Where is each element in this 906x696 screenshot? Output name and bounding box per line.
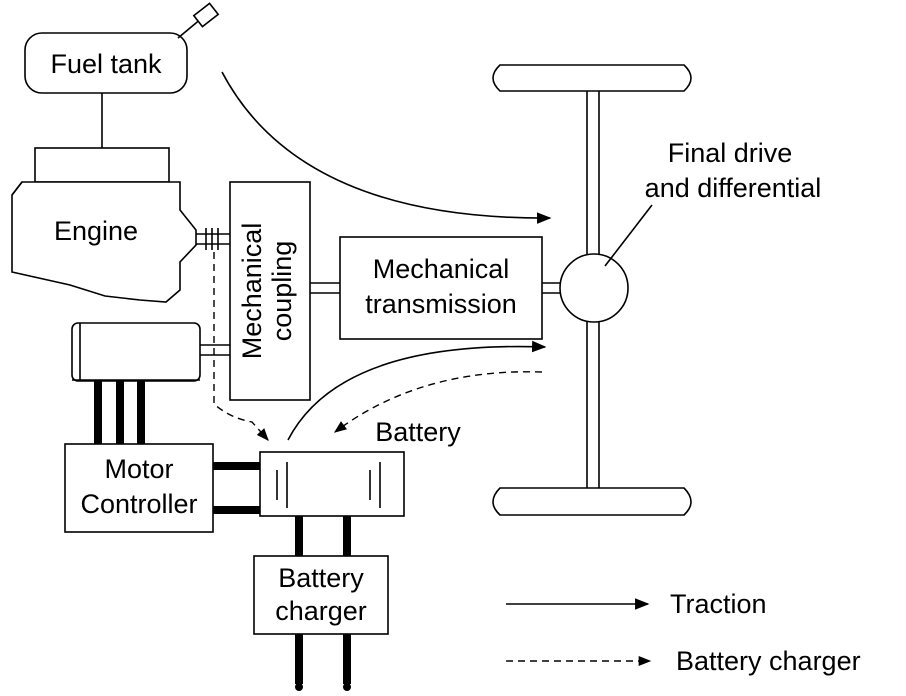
engine: Engine [11,147,197,303]
battery-charger-label-line1: Battery [278,563,364,593]
traction-flow-fuel [221,71,552,224]
top-wheel [492,64,692,92]
charging-flow-engine [213,252,269,441]
electric-motor [71,322,201,382]
final-drive-leader [604,204,653,267]
transmission-label-line1: Mechanical [373,254,510,284]
legend-traction-label: Traction [670,589,767,619]
final-drive-label-line1: Final drive [668,138,793,168]
motor-controller-label-line1: Motor [104,454,173,484]
traction-flow-battery [287,340,547,441]
motor-controller: Motor Controller [64,443,214,533]
battery [259,451,405,517]
fuel-tank-label: Fuel tank [50,49,162,79]
charger-plug-cables [295,634,351,691]
motor-shaft [200,344,230,356]
axle-assembly [492,64,692,516]
coupling-transmission-shaft [310,282,340,294]
motor-controller-label-line2: Controller [80,489,197,519]
engine-shaft [196,228,230,250]
mechanical-coupling: Mechanical coupling [229,181,311,401]
battery-charger-label-line2: charger [275,596,367,626]
differential [559,253,629,323]
final-drive-label-line2: and differential [645,173,822,203]
battery-charger-cables [295,516,351,556]
charging-flow-regen [333,371,543,433]
mechanical-coupling-label-line2: coupling [267,241,297,342]
motor-controller-cables [94,381,145,444]
transmission-differential-shaft [542,282,561,294]
fuel-tank: Fuel tank [24,2,220,94]
controller-battery-cables [213,462,260,514]
legend-charger-label: Battery charger [676,646,861,676]
battery-charger-unit: Battery charger [253,555,389,635]
legend: Traction Battery charger [506,589,861,676]
mechanical-transmission: Mechanical transmission [339,236,543,340]
battery-label: Battery [375,417,461,447]
bottom-wheel [492,487,692,516]
mechanical-coupling-label-line1: Mechanical [237,223,267,360]
engine-label: Engine [54,216,138,246]
transmission-label-line2: transmission [365,289,517,319]
